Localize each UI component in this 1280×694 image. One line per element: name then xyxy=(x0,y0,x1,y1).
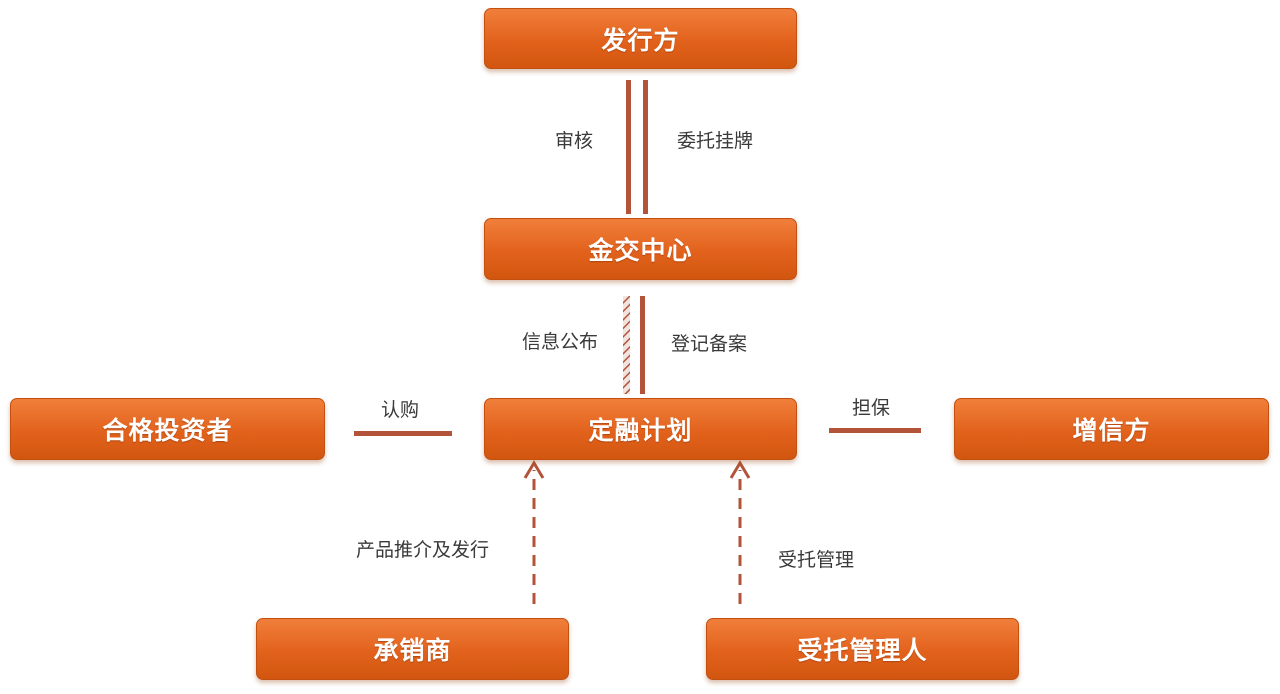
node-financing-plan: 定融计划 xyxy=(484,398,797,460)
edge-label-registration-filing: 登记备案 xyxy=(671,333,748,355)
node-credit-enhancer-label: 增信方 xyxy=(1072,416,1151,445)
node-trustee-manager: 受托管理人 xyxy=(706,618,1019,680)
review-connector-line xyxy=(626,80,631,214)
edge-label-guarantee: 担保 xyxy=(852,397,891,419)
node-issuer: 发行方 xyxy=(484,8,797,69)
node-exchange-center-label: 金交中心 xyxy=(588,236,693,265)
listing-connector-line xyxy=(643,80,648,214)
edge-label-entrusted-listing: 委托挂牌 xyxy=(677,130,754,152)
node-qualified-investor-label: 合格投资者 xyxy=(102,416,233,445)
node-trustee-manager-label: 受托管理人 xyxy=(797,636,928,665)
guarantee-connector-line xyxy=(829,428,921,433)
node-underwriter-label: 承销商 xyxy=(373,636,452,665)
node-credit-enhancer: 增信方 xyxy=(954,398,1269,460)
node-issuer-label: 发行方 xyxy=(601,25,680,55)
edge-label-info-disclosure: 信息公布 xyxy=(522,331,599,353)
info-disclosure-connector-line xyxy=(623,296,630,394)
promotion-arrowhead xyxy=(523,460,545,479)
edge-label-promotion-issuance: 产品推介及发行 xyxy=(356,539,490,561)
node-financing-plan-label: 定融计划 xyxy=(588,416,693,445)
edge-label-entrusted-management: 受托管理 xyxy=(778,549,855,571)
edge-label-review: 审核 xyxy=(555,130,594,152)
node-qualified-investor: 合格投资者 xyxy=(10,398,325,460)
registration-connector-line xyxy=(640,296,645,394)
node-underwriter: 承销商 xyxy=(256,618,569,680)
edge-label-subscription: 认购 xyxy=(381,399,420,421)
management-arrowhead xyxy=(729,460,751,479)
node-exchange-center: 金交中心 xyxy=(484,218,797,280)
subscription-connector-line xyxy=(354,431,452,436)
